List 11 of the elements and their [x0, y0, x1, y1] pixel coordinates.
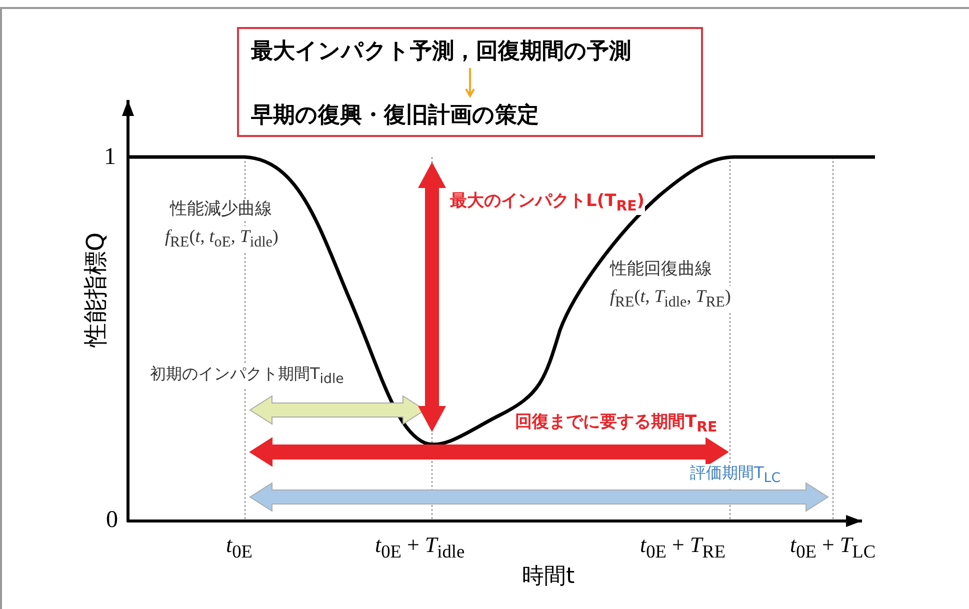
impact-label: 最大のインパクトL(T$_{RE}$): [450, 192, 645, 215]
flow-text: 最大インパクト予測，回復期間の予測: [251, 35, 631, 69]
flow-text: 早期の復興・復旧計画の策定: [251, 99, 539, 133]
curve-formula: f$_{RE}$(t, T$_{idle}$, T$_{RE}$): [610, 286, 731, 312]
period-label: 初期のインパクト期間T$_{idle}$: [150, 365, 344, 388]
curve-formula: f$_{RE}$(t, t$_{oE}$, T$_{idle}$): [165, 226, 278, 252]
period-label: 評価期間T$_{LC}$: [690, 464, 781, 486]
curve-label: 性能減少曲線: [170, 200, 272, 220]
axis-title: 性能指標Q: [82, 232, 110, 348]
flow-box: [237, 27, 703, 137]
arrow: [465, 68, 475, 97]
